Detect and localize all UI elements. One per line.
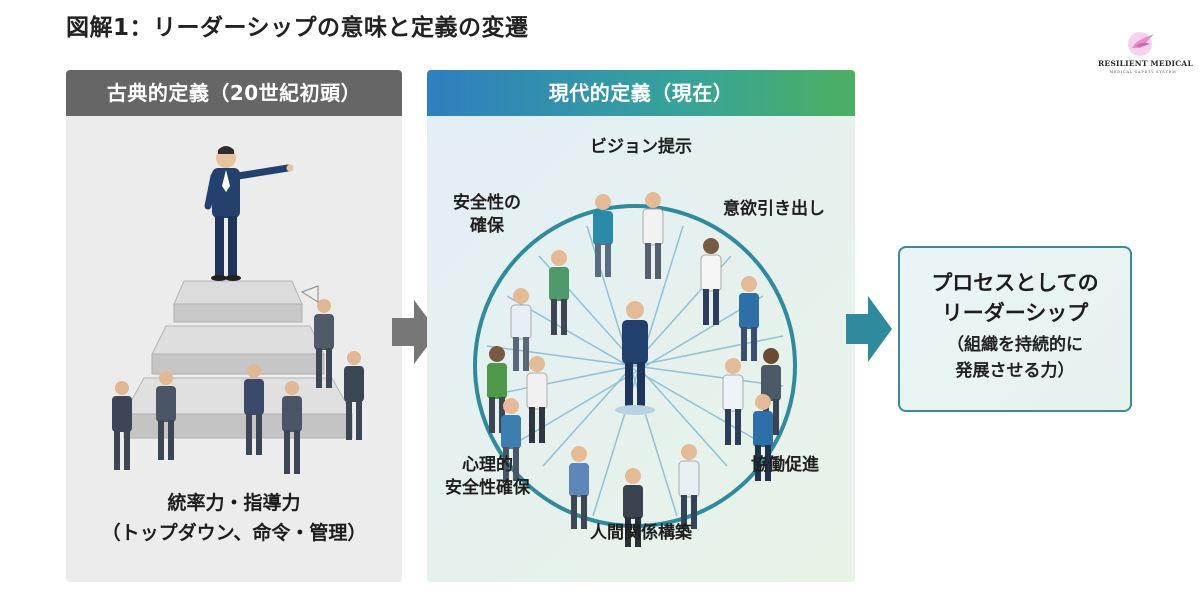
label-vision: ビジョン提示 — [590, 137, 692, 157]
classic-definition-panel: 古典的定義（20世紀初頭） — [66, 70, 402, 582]
person-icon — [112, 381, 132, 470]
person-icon — [753, 394, 773, 481]
pink-bird-icon — [1128, 32, 1154, 56]
person-icon — [510, 288, 532, 371]
person-icon — [678, 444, 700, 529]
person-icon — [623, 468, 643, 547]
arrow-right-icon — [846, 296, 892, 362]
person-icon — [244, 364, 264, 455]
label-collaboration: 協働促進 — [751, 455, 819, 475]
label-safety-line2: 確保 — [470, 216, 504, 236]
result-line3: （組織を持続的に — [947, 335, 1083, 355]
person-icon — [739, 276, 759, 361]
person-icon — [526, 356, 548, 443]
leader-on-pyramid-illustration — [112, 146, 364, 474]
logo-tagline: MEDICAL SAFETY SYSTEM — [1109, 70, 1177, 74]
label-psychological-safety: 心理的 安全性確保 — [445, 454, 530, 500]
result-line1: プロセスとしての — [931, 271, 1099, 295]
label-safety: 安全性の 確保 — [453, 192, 521, 238]
megaphone-icon — [300, 285, 319, 303]
person-icon — [593, 194, 613, 277]
person-icon — [487, 346, 507, 433]
center-leader-icon — [615, 301, 655, 415]
logo-brand: RESILIENT MEDICAL — [1098, 59, 1193, 68]
classic-caption-line1: 統率力・指導力 — [167, 492, 301, 514]
logo: RESILIENT MEDICAL MEDICAL SAFETY SYSTEM — [1098, 30, 1193, 80]
person-icon — [282, 381, 302, 474]
classic-definition-caption: 統率力・指導力 （トップダウン、命令・管理） — [66, 488, 402, 548]
label-psych-line1: 心理的 — [462, 455, 513, 475]
label-relationships: 人間関係構築 — [590, 523, 692, 543]
result-line4: 発展させる力） — [955, 361, 1075, 381]
person-icon — [156, 371, 176, 460]
page-title: 図解1：リーダーシップの意味と定義の変遷 — [66, 15, 529, 41]
modern-panel-header: 現代的定義（現在） — [427, 70, 855, 116]
person-icon — [314, 299, 334, 388]
result-line2: リーダーシップ — [941, 301, 1089, 325]
process-leadership-box: プロセスとしての リーダーシップ （組織を持続的に 発展させる力） — [898, 246, 1132, 412]
follower-people-icons — [112, 285, 364, 474]
person-icon — [501, 398, 521, 481]
label-motivation: 意欲引き出し — [723, 199, 825, 219]
classic-panel-header: 古典的定義（20世紀初頭） — [66, 70, 402, 116]
classic-caption-line2: （トップダウン、命令・管理） — [101, 522, 367, 544]
leader-person-icon — [204, 146, 294, 281]
person-icon — [722, 358, 744, 445]
team-member-icons — [487, 192, 781, 547]
person-icon — [700, 238, 722, 325]
person-icon — [642, 192, 664, 279]
arrow-right-icon — [392, 300, 438, 364]
modern-definition-panel: 現代的定義（現在） — [427, 70, 855, 582]
label-psych-line2: 安全性確保 — [445, 478, 530, 498]
person-icon — [344, 351, 364, 440]
network-circle-illustration — [473, 192, 797, 547]
person-icon — [549, 250, 569, 335]
label-safety-line1: 安全性の — [453, 193, 521, 213]
person-icon — [569, 446, 589, 529]
